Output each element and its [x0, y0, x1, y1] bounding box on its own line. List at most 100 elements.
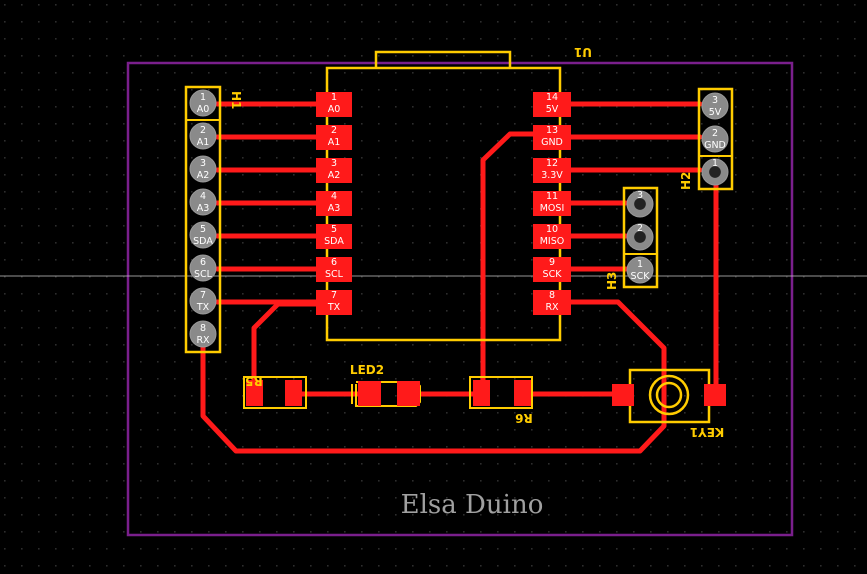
- h1-pin-number: 3: [200, 158, 206, 169]
- h2-pin-2-ring: [701, 125, 729, 153]
- u1-pad-5-copper: [316, 224, 352, 249]
- r6-pad-1: [473, 380, 490, 406]
- u1-pad-6-copper: [316, 257, 352, 282]
- u1-pad-9-copper: [533, 257, 571, 282]
- board-title: Elsa Duino: [401, 490, 544, 520]
- u1-pad-12-copper: [533, 158, 571, 183]
- u1-pad-number: 9: [549, 257, 555, 268]
- h2-pin-name: 5V: [709, 107, 722, 118]
- u1-pad-name: GND: [541, 137, 563, 148]
- u1-pad-name: A2: [328, 170, 341, 181]
- key1-designator: KEY1: [690, 425, 725, 439]
- h1-pin-1-ring: [189, 89, 217, 117]
- h1-pin-2-ring: [189, 122, 217, 150]
- h3-pin-name: SCK: [631, 271, 651, 282]
- u1-pad-number: 13: [546, 125, 558, 136]
- h1-pin-name: A0: [197, 104, 210, 115]
- u1-pad-name: A0: [328, 104, 341, 115]
- h1-pin-8-ring: [189, 320, 217, 348]
- h2-pin-1: 1: [701, 158, 729, 186]
- u1-designator: U1: [574, 45, 592, 59]
- led2-pad-2: [397, 381, 420, 406]
- h1-pin-name: SDA: [193, 236, 213, 247]
- key1-inner-ring: [655, 381, 683, 409]
- h3-pin-2-hole: [634, 231, 646, 243]
- h1-pin-name: A1: [197, 137, 210, 148]
- h2-outline: [697, 87, 734, 191]
- h1-pin-3: 3A2: [189, 155, 217, 183]
- u1-pad-name: RX: [545, 302, 559, 313]
- h1-pin-number: 2: [200, 125, 206, 136]
- u1-pad-7: 7TX: [316, 290, 352, 315]
- u1-pad-3-copper: [316, 158, 352, 183]
- h1-designator: H1: [229, 91, 243, 109]
- h1-pin-name: SCL: [194, 269, 213, 280]
- key1-outer-ring: [648, 374, 690, 416]
- r5-resistor: R5: [243, 374, 307, 409]
- u1-pad-number: 1: [331, 92, 337, 103]
- h1-pin-2: 2A1: [189, 122, 217, 150]
- r5-pad-1: [246, 380, 263, 406]
- u1-pad-name: MOSI: [540, 203, 565, 214]
- u1-pad-14-copper: [533, 92, 571, 117]
- u1-pad-number: 7: [331, 290, 337, 301]
- u1-pad-name: A3: [328, 203, 341, 214]
- u1-pad-3: 3A2: [316, 158, 352, 183]
- h1-pin-7-ring: [189, 287, 217, 315]
- h1-pin-5-ring: [189, 221, 217, 249]
- h1-pin-name: A3: [197, 203, 210, 214]
- u1-pad-13-copper: [533, 125, 571, 150]
- h1-pin-number: 6: [200, 257, 206, 268]
- u1-pad-name: 3.3V: [541, 170, 563, 181]
- h1-pin-name: TX: [196, 302, 210, 313]
- u1-pad-number: 5: [331, 224, 337, 235]
- u1-pad-name: SDA: [324, 236, 344, 247]
- h2-pin-number: 1: [712, 158, 718, 169]
- r6-outline: [469, 376, 533, 409]
- h3-pin-number: 2: [637, 223, 643, 234]
- h1-pin-4: 4A3: [189, 188, 217, 216]
- h3-pin-3: 3: [626, 190, 654, 218]
- key1-pad-2: [704, 384, 726, 406]
- r5-designator: R5: [245, 374, 263, 388]
- u1-pad-10-copper: [533, 224, 571, 249]
- u1-pad-number: 14: [546, 92, 558, 103]
- u1-pad-12: 123.3V: [533, 158, 571, 183]
- u1-pad-name: MISO: [540, 236, 565, 247]
- u1-notch: [374, 50, 512, 68]
- u1-pad-2: 2A1: [316, 125, 352, 150]
- u1-pad-2-copper: [316, 125, 352, 150]
- h2-pin-number: 2: [712, 128, 718, 139]
- led2: LED2: [350, 363, 421, 407]
- r6-designator: R6: [515, 411, 533, 425]
- u1-pad-8: 8RX: [533, 290, 571, 315]
- h3-pin-2: 2: [626, 223, 654, 251]
- u1-pad-number: 6: [331, 257, 337, 268]
- u1-pad-name: A1: [328, 137, 341, 148]
- copper-traces: [200, 101, 719, 454]
- h1-pin-8: 8RX: [189, 320, 217, 348]
- u1-pad-name: SCK: [543, 269, 563, 280]
- key1-pad-1: [612, 384, 634, 406]
- h2-pin-3: 35V: [701, 92, 729, 120]
- u1-pad-1-copper: [316, 92, 352, 117]
- u1-pad-name: SCL: [325, 269, 344, 280]
- h3-outline: [622, 186, 659, 289]
- h1-pin-number: 5: [200, 224, 206, 235]
- u1-pad-11-copper: [533, 191, 571, 216]
- u1-pad-4-copper: [316, 191, 352, 216]
- h3-designator: H3: [605, 272, 619, 290]
- trace-tx-r5: [251, 301, 328, 395]
- h1-pin-name: A2: [197, 170, 210, 181]
- u1-pad-number: 10: [546, 224, 558, 235]
- h1-pin-number: 1: [200, 92, 206, 103]
